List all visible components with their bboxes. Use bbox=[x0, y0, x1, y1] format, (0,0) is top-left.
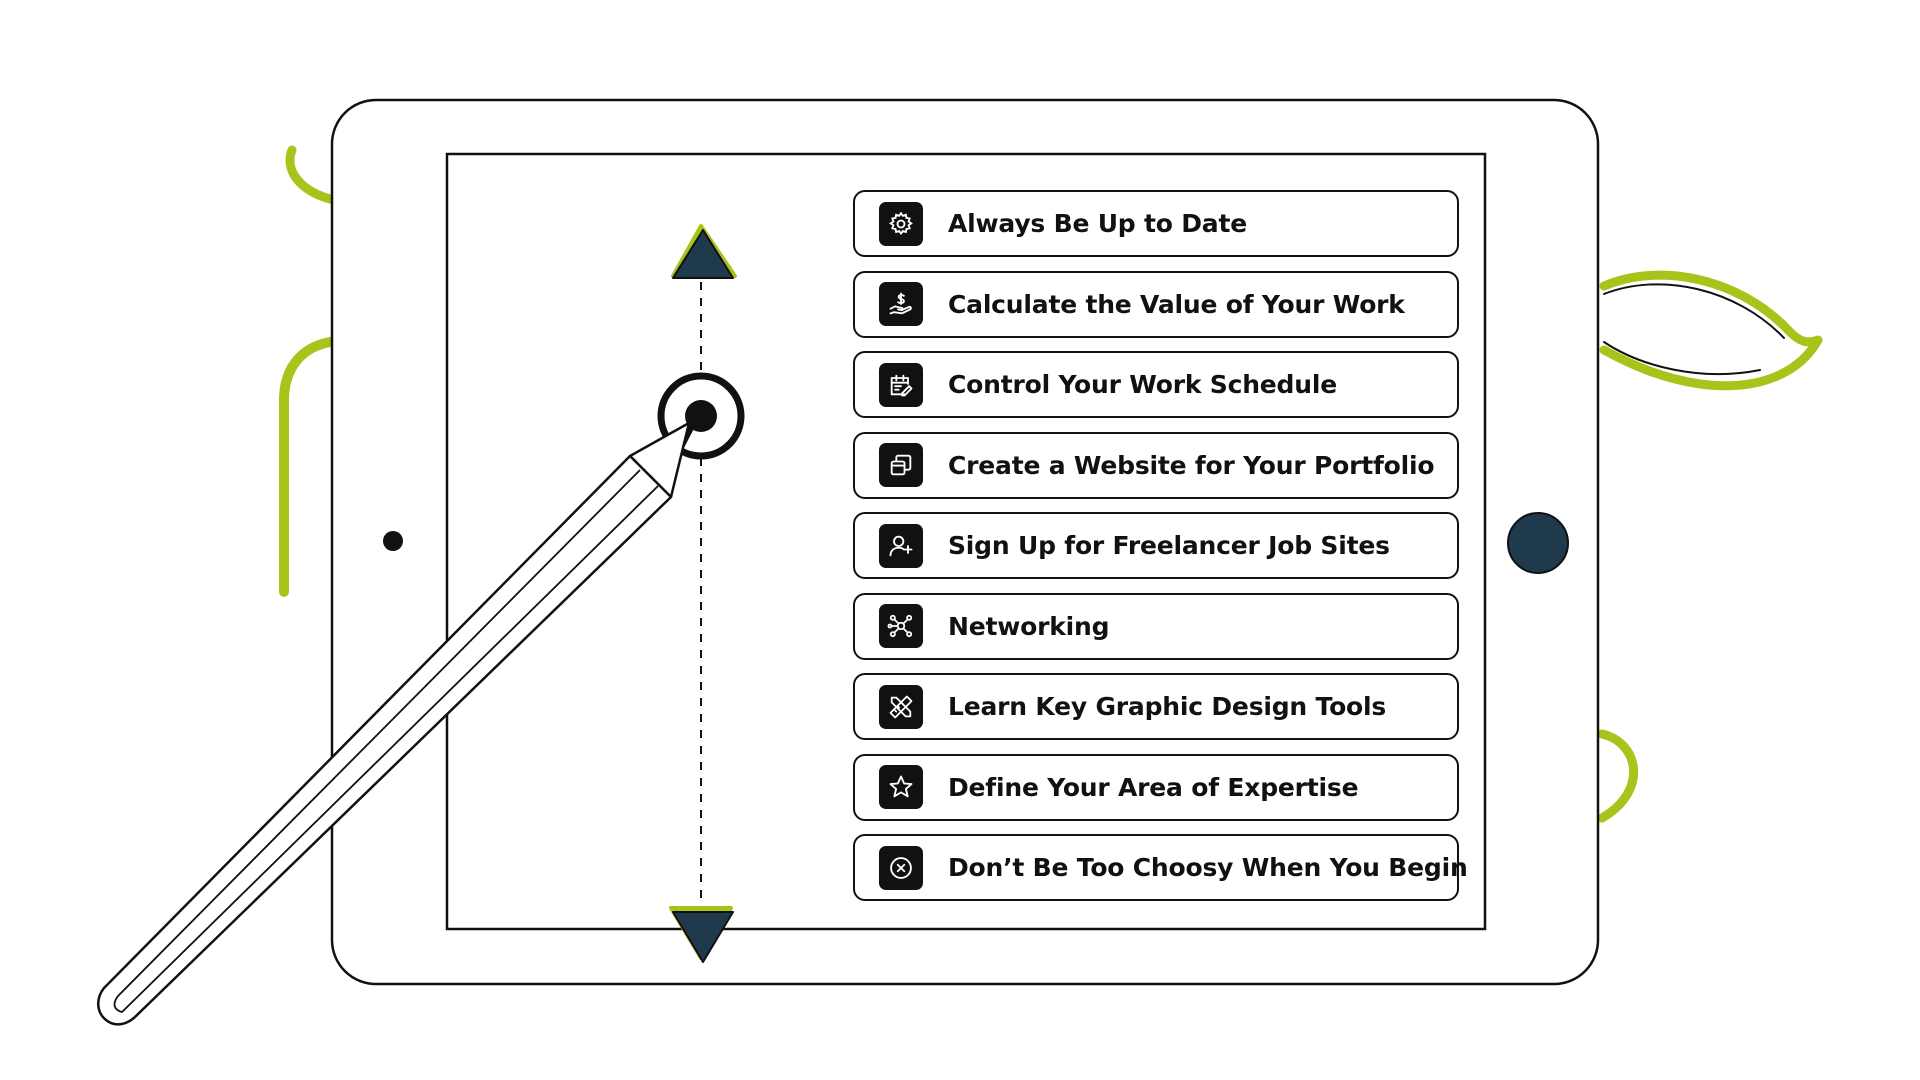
pencil-ruler-icon bbox=[879, 684, 923, 729]
stylus-pen bbox=[97, 416, 700, 1026]
tip-label: Always Be Up to Date bbox=[948, 209, 1247, 238]
list-item: Define Your Area of Expertise bbox=[853, 753, 1459, 821]
add-user-icon bbox=[879, 523, 923, 568]
leaf-right-wing-inner bbox=[1603, 283, 1785, 376]
leaf-top-left bbox=[285, 145, 339, 205]
tip-label: Define Your Area of Expertise bbox=[948, 772, 1359, 802]
gear-icon bbox=[879, 201, 923, 246]
home-button bbox=[1507, 512, 1569, 574]
arrow-up-icon bbox=[671, 224, 737, 279]
camera-dot bbox=[383, 531, 403, 551]
list-item: Always Be Up to Date bbox=[853, 190, 1459, 257]
leaf-right-arc bbox=[1597, 729, 1638, 823]
calendar-edit-icon bbox=[879, 362, 923, 407]
tip-label: Calculate the Value of Your Work bbox=[948, 289, 1405, 319]
tip-label: Sign Up for Freelancer Job Sites bbox=[948, 531, 1390, 560]
dollar-hand-icon bbox=[879, 282, 923, 326]
star-icon bbox=[879, 765, 923, 809]
list-item: Learn Key Graphic Design Tools bbox=[853, 673, 1459, 740]
tip-label: Create a Website for Your Portfolio bbox=[948, 450, 1435, 480]
network-icon bbox=[879, 604, 923, 648]
list-item: Sign Up for Freelancer Job Sites bbox=[853, 512, 1459, 579]
leaf-left-arc bbox=[279, 337, 335, 597]
arrow-down-icon bbox=[669, 906, 734, 963]
leaf-right-wing-outer bbox=[1599, 270, 1823, 391]
list-item: Control Your Work Schedule bbox=[853, 351, 1459, 418]
tip-label: Networking bbox=[948, 611, 1110, 641]
close-circle-icon bbox=[879, 845, 923, 890]
tip-label: Don’t Be Too Choosy When You Begin bbox=[948, 853, 1468, 882]
tip-label: Control Your Work Schedule bbox=[948, 370, 1337, 399]
windows-icon bbox=[879, 443, 923, 487]
list-item: Networking bbox=[853, 592, 1459, 660]
tips-list: Always Be Up to Date Calculate the Value… bbox=[853, 190, 1468, 915]
list-item: Create a Website for Your Portfolio bbox=[853, 431, 1459, 499]
list-item: Calculate the Value of Your Work bbox=[853, 270, 1459, 338]
tip-label: Learn Key Graphic Design Tools bbox=[948, 692, 1387, 721]
list-item: Don’t Be Too Choosy When You Begin bbox=[853, 834, 1468, 901]
